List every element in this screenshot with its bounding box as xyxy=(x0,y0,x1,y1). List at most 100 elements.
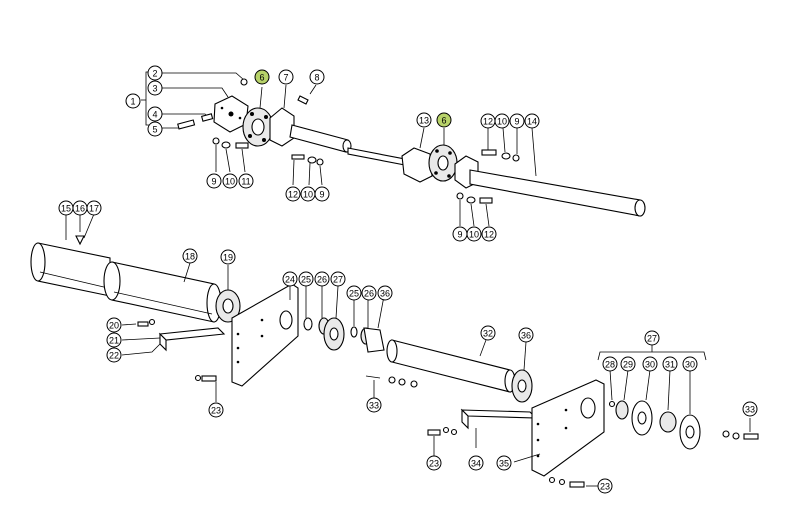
drum-assembly xyxy=(30,213,418,402)
callout-31: 31 xyxy=(662,356,678,372)
shaft-right xyxy=(469,169,641,217)
callout-circle xyxy=(238,173,254,189)
callout-number: 12 xyxy=(288,190,298,200)
callout-number: 10 xyxy=(497,117,507,127)
callout-number: 27 xyxy=(333,275,343,285)
side-plate-left xyxy=(231,283,299,387)
callout-number: 12 xyxy=(484,230,494,240)
callout-circle xyxy=(147,65,163,81)
callout-number: 9 xyxy=(211,177,216,187)
callout-15: 15 xyxy=(58,200,74,216)
callout-19: 19 xyxy=(220,249,236,265)
callout-18: 18 xyxy=(182,248,198,264)
callout-circle xyxy=(147,121,163,137)
callout-2: 2 xyxy=(147,65,163,81)
callout-circle xyxy=(481,226,497,242)
callout-13: 13 xyxy=(416,112,432,128)
callout-34: 34 xyxy=(468,455,484,471)
callout-26: 26 xyxy=(314,271,330,287)
callout-number: 32 xyxy=(483,329,493,339)
callout-circle xyxy=(182,248,198,264)
callout-number: 17 xyxy=(89,204,99,214)
callout-circle xyxy=(597,478,613,494)
callout-circle xyxy=(496,455,512,471)
callout-number: 5 xyxy=(152,125,157,135)
callout-circle xyxy=(106,317,122,333)
callout-23: 23 xyxy=(597,478,613,494)
callout-circle xyxy=(642,356,658,372)
callout-number: 11 xyxy=(241,177,250,187)
callout-number: 36 xyxy=(521,331,531,341)
callout-circle xyxy=(416,112,432,128)
callout-number: 9 xyxy=(319,190,324,200)
callout-25: 25 xyxy=(298,271,314,287)
roller-assembly xyxy=(386,339,759,488)
callout-circle xyxy=(466,226,482,242)
callout-circle xyxy=(278,69,294,85)
callout-9: 9 xyxy=(452,226,468,242)
callout-number: 12 xyxy=(483,117,493,127)
set-screw xyxy=(177,119,196,130)
callout-9: 9 xyxy=(509,113,525,129)
callout-4: 4 xyxy=(147,106,163,122)
callout-number: 20 xyxy=(109,321,119,331)
callout-26: 26 xyxy=(361,285,377,301)
callout-number: 7 xyxy=(283,73,288,83)
callout-circle xyxy=(309,69,325,85)
callout-number: 34 xyxy=(471,459,481,469)
callout-circle xyxy=(86,200,102,216)
callout-27: 27 xyxy=(644,330,660,346)
callout-circle xyxy=(147,80,163,96)
callout-number: 10 xyxy=(469,230,479,240)
callout-22: 22 xyxy=(106,347,122,363)
angle-bracket-large xyxy=(460,409,538,419)
roller xyxy=(391,339,511,393)
callout-23: 23 xyxy=(426,455,442,471)
callout-circle xyxy=(125,93,141,109)
callout-36: 36 xyxy=(518,327,534,343)
callout-number: 6 xyxy=(259,73,264,83)
callout-32: 32 xyxy=(480,325,496,341)
callout-circle xyxy=(468,455,484,471)
bearing-cup xyxy=(363,327,385,353)
shaft-flange-left xyxy=(269,107,295,147)
callout-9: 9 xyxy=(314,186,330,202)
callout-number: 8 xyxy=(314,73,319,83)
callout-circle xyxy=(206,173,222,189)
callout-10: 10 xyxy=(300,186,316,202)
callout-7: 7 xyxy=(278,69,294,85)
callout-3: 3 xyxy=(147,80,163,96)
callout-number: 31 xyxy=(665,360,675,370)
callout-33: 33 xyxy=(742,401,758,417)
callout-circle xyxy=(220,249,236,265)
callout-23: 23 xyxy=(208,402,224,418)
callout-circle xyxy=(330,271,346,287)
callout-10: 10 xyxy=(494,113,510,129)
callout-circle xyxy=(518,327,534,343)
callout-number: 13 xyxy=(419,116,429,126)
callout-10: 10 xyxy=(222,173,238,189)
callout-number: 26 xyxy=(317,275,327,285)
callout-circle xyxy=(742,401,758,417)
drum-left xyxy=(37,242,111,297)
callout-circle xyxy=(494,113,510,129)
callout-number: 23 xyxy=(600,482,610,492)
callout-circle xyxy=(662,356,678,372)
callout-number: 15 xyxy=(61,204,71,214)
callout-number: 2 xyxy=(152,69,157,79)
callout-36: 36 xyxy=(377,285,393,301)
callout-number: 21 xyxy=(109,336,119,346)
callout-number: 25 xyxy=(349,289,359,299)
callout-8: 8 xyxy=(309,69,325,85)
callout-16: 16 xyxy=(72,200,88,216)
callout-number: 3 xyxy=(152,84,157,94)
callout-circle xyxy=(254,69,270,85)
callout-number: 9 xyxy=(457,230,462,240)
callout-21: 21 xyxy=(106,332,122,348)
callout-number: 4 xyxy=(152,110,157,120)
callout-circle xyxy=(346,285,362,301)
callout-circle xyxy=(509,113,525,129)
callout-circle xyxy=(282,271,298,287)
